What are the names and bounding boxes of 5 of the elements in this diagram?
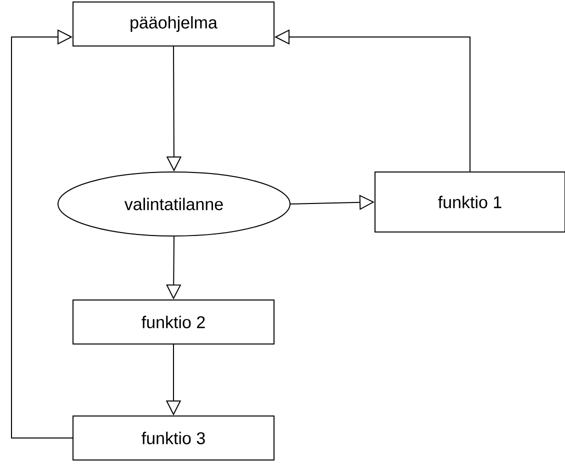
- process-box: funktio 1: [374, 172, 565, 232]
- process-box: pääohjelma: [72, 2, 274, 46]
- process-box: funktio 2: [72, 300, 274, 344]
- arrow: [11, 29, 73, 438]
- process-box: funktio 3: [72, 416, 274, 460]
